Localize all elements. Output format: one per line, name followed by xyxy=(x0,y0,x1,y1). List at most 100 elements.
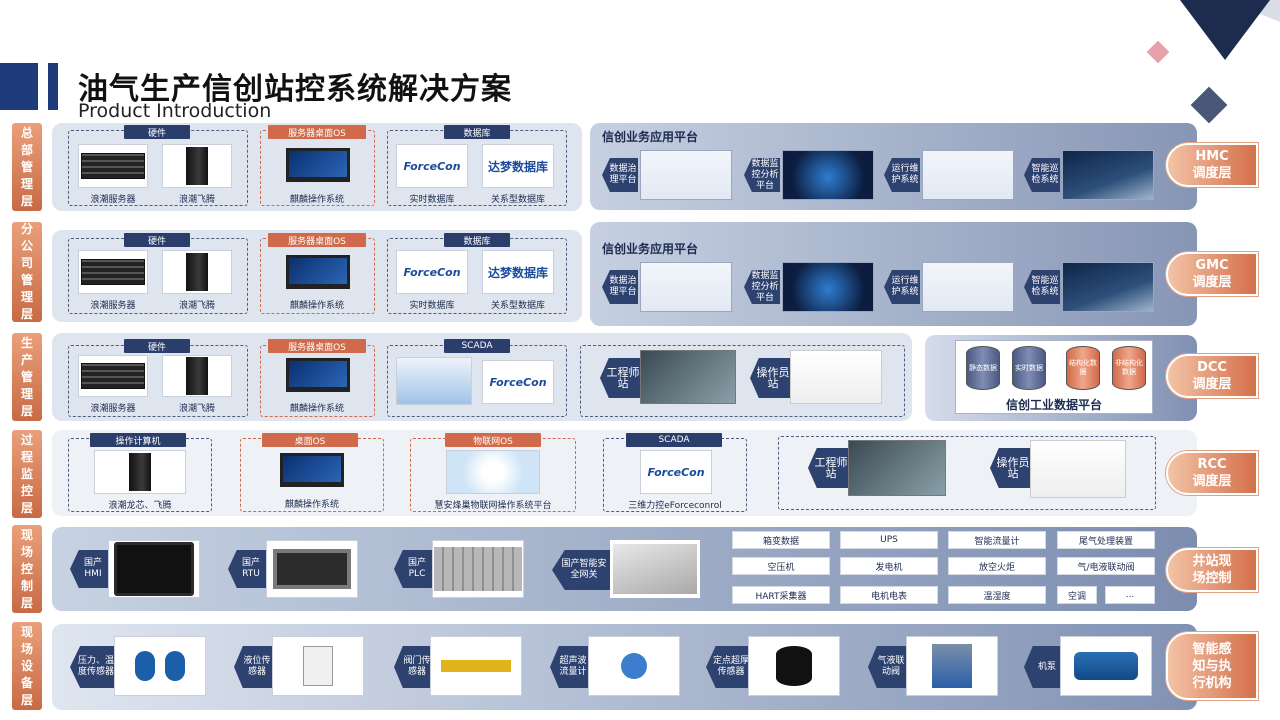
page-title: 油气生产信创站控系统解决方案 xyxy=(78,72,512,107)
module-chevron: 智能巡检系统 xyxy=(1024,158,1060,192)
gateway-image xyxy=(610,540,700,598)
iot-hex-image xyxy=(446,450,540,494)
cell: 空压机 xyxy=(732,557,830,575)
tower-image xyxy=(94,450,186,494)
row-label-process: 过程监控层 xyxy=(12,430,42,518)
engineer-station-image xyxy=(848,440,946,496)
proc-station-box xyxy=(778,436,1156,510)
cell: 空调 xyxy=(1057,586,1097,604)
forcecon-logo: ForceCon xyxy=(482,360,554,404)
hq-hardware-tag: 硬件 xyxy=(124,125,190,139)
prod-os-tag: 服务器桌面OS xyxy=(268,339,366,353)
corner-decoration-triangle xyxy=(1150,0,1280,60)
module-chevron: 数据监控分析平台 xyxy=(744,270,780,304)
rtu-image xyxy=(266,540,358,598)
reldb-caption: 关系型数据库 xyxy=(490,301,545,311)
server-image xyxy=(78,144,148,188)
server-caption: 浪潮服务器 xyxy=(90,301,136,311)
tower-image xyxy=(162,355,232,397)
cell: 气/电液联动阀 xyxy=(1057,557,1155,575)
data-platform-label: 信创工业数据平台 xyxy=(1005,398,1102,412)
gateway-chevron: 国产智能安全网关 xyxy=(552,550,610,590)
monitor-image xyxy=(276,448,348,492)
server-caption: 浪潮服务器 xyxy=(90,404,136,414)
forcecon-logo: ForceCon xyxy=(640,450,712,494)
proc-pc-tag: 操作计算机 xyxy=(90,433,186,447)
pressure-sensor-image xyxy=(114,636,206,696)
rtdb-caption: 实时数据库 xyxy=(409,301,455,311)
os-caption: 麒麟操作系统 xyxy=(289,301,344,311)
diamond-decoration-pink xyxy=(1146,40,1170,64)
server-image xyxy=(78,250,148,294)
module-screenshot xyxy=(922,150,1014,200)
module-chevron: 智能巡检系统 xyxy=(1024,270,1060,304)
cell: UPS xyxy=(840,531,938,549)
plc-chevron: 国产PLC xyxy=(394,550,434,588)
prod-hardware-tag: 硬件 xyxy=(124,339,190,353)
branch-os-tag: 服务器桌面OS xyxy=(268,233,366,247)
reldb-caption: 关系型数据库 xyxy=(490,195,545,205)
operator-station-image xyxy=(790,350,882,404)
engineer-station-chevron: 工程师站 xyxy=(600,358,640,398)
cylinder-unstructured: 非结构化数据 xyxy=(1112,346,1146,390)
module-chevron: 运行维护系统 xyxy=(884,270,920,304)
cell: 温湿度 xyxy=(948,586,1046,604)
valve-sensor-image xyxy=(430,636,522,696)
device-chevron: 液位传感器 xyxy=(234,646,274,688)
row-label-production: 生产管理层 xyxy=(12,333,42,421)
monitor-image xyxy=(282,353,354,397)
engineer-station-chevron: 工程师站 xyxy=(808,448,848,488)
flowmeter-image xyxy=(588,636,680,696)
monitor-image xyxy=(282,250,354,294)
tower-caption: 浪潮飞腾 xyxy=(178,195,215,205)
device-chevron: 超声波流量计 xyxy=(550,646,590,688)
tower-caption: 浪潮飞腾 xyxy=(178,404,215,414)
device-chevron: 压力、温度传感器 xyxy=(70,646,116,688)
engineer-station-image xyxy=(640,350,736,404)
tower-caption: 浪潮飞腾 xyxy=(178,301,215,311)
pump-image xyxy=(1060,636,1152,696)
module-screenshot xyxy=(922,262,1014,312)
os-caption: 麒麟操作系统 xyxy=(289,404,344,414)
server-image xyxy=(78,355,148,397)
linkage-valve-image xyxy=(906,636,998,696)
iot-caption: 慧安烽巢物联网操作系统平台 xyxy=(434,501,552,511)
device-chevron: 机泵 xyxy=(1024,646,1064,688)
prod-station-box xyxy=(580,345,905,417)
rtdb-caption: 实时数据库 xyxy=(409,195,455,205)
operator-station-chevron: 操作员站 xyxy=(990,448,1030,488)
device-chevron: 气液联动阀 xyxy=(868,646,908,688)
module-screenshot xyxy=(1062,150,1154,200)
forcecon-logo: ForceCon xyxy=(396,250,468,294)
proc-scada-tag: SCADA xyxy=(626,433,722,447)
plc-image xyxy=(432,540,524,598)
dameng-logo: 达梦数据库 xyxy=(482,144,554,188)
scada-caption: 三维力控eForceconrol xyxy=(628,501,722,511)
forcecon-logo: ForceCon xyxy=(396,144,468,188)
row-label-device: 现场设备层 xyxy=(12,622,42,710)
hmi-image xyxy=(108,540,200,598)
cell: 尾气处理装置 xyxy=(1057,531,1155,549)
branch-db-tag: 数据库 xyxy=(444,233,510,247)
branch-hardware-tag: 硬件 xyxy=(124,233,190,247)
module-chevron: 数据治理平台 xyxy=(602,270,638,304)
dameng-logo: 达梦数据库 xyxy=(482,250,554,294)
hq-platform-title: 信创业务应用平台 xyxy=(602,130,699,144)
monitor-image xyxy=(282,143,354,187)
prod-scada-tag: SCADA xyxy=(444,339,510,353)
cell: 放空火炬 xyxy=(948,557,1046,575)
cell: HART采集器 xyxy=(732,586,830,604)
module-screenshot xyxy=(640,150,732,200)
cylinder-realtime: 实时数据 xyxy=(1012,346,1046,390)
thickness-sensor-image xyxy=(748,636,840,696)
module-screenshot xyxy=(782,262,874,312)
module-screenshot xyxy=(1062,262,1154,312)
title-bar-decoration xyxy=(0,63,38,110)
cell: ... xyxy=(1105,586,1155,604)
module-chevron: 数据治理平台 xyxy=(602,158,638,192)
server-caption: 浪潮服务器 xyxy=(90,195,136,205)
title-bar-decoration-thin xyxy=(48,63,58,110)
cell: 智能流量计 xyxy=(948,531,1046,549)
